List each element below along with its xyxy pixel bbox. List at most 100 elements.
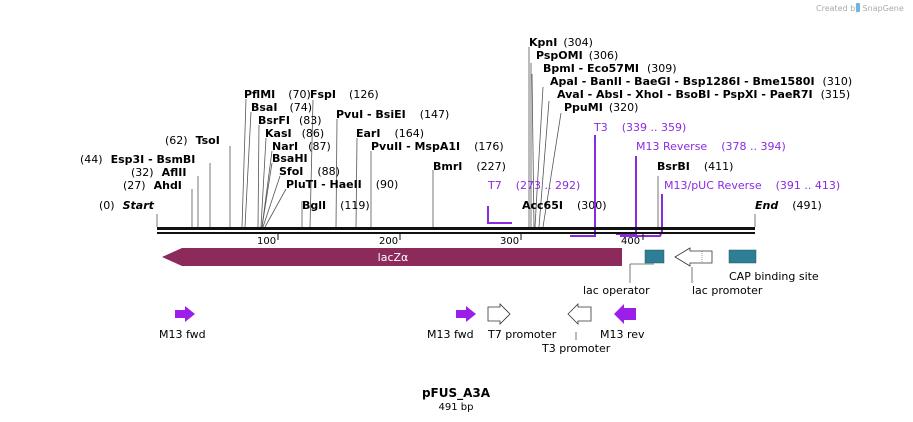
site-aliases: - BsmBI: [144, 153, 195, 166]
site-coord: (86): [302, 127, 325, 140]
site-aliases: - AbsI - XhoI - BsoBI - PspXI - PaeR7I: [584, 88, 813, 101]
svg-text:(27)AhdI: (27) AhdI: [123, 179, 182, 192]
site-aliases: - BanII - BaeGI - Bsp1286I - Bme1580I: [578, 75, 815, 88]
m13-fwd-label-1: M13 fwd: [159, 328, 206, 341]
lac-operator-box[interactable]: [644, 249, 665, 264]
end-text: End: [755, 199, 778, 212]
t7-promoter-arrow[interactable]: [487, 303, 511, 325]
primer-t3-bar: [570, 135, 596, 237]
site-aliases: - Eco57MI: [575, 62, 639, 75]
site-aliases: - HaeII: [317, 178, 362, 191]
lacz-alpha-label: lacZα: [378, 251, 409, 264]
restriction-site-labels: KpnI(304) PspOMI(306) BpmI - Eco57MI(309…: [80, 36, 852, 212]
svg-text:BsaI(74): BsaI(74): [251, 101, 312, 114]
site-name: NarI: [272, 140, 298, 153]
svg-text:KpnI(304): KpnI(304): [529, 36, 593, 49]
site-name: TsoI: [196, 134, 220, 147]
lac-promoter-label: lac promoter: [692, 284, 763, 297]
svg-text:BpmI - Eco57MI(309): BpmI - Eco57MI (309): [543, 62, 677, 75]
site-coord: (87): [308, 140, 331, 153]
svg-text:BsrFI(83): BsrFI (83): [258, 114, 322, 127]
t3-promoter-label: T3 promoter: [541, 342, 611, 355]
site-coord: (32): [131, 166, 154, 179]
site-coord: (83): [299, 114, 322, 127]
svg-text:PflMI(70): PflMI (70): [244, 88, 311, 101]
site-coord: (70): [288, 88, 311, 101]
site-coord: (411): [704, 160, 734, 173]
site-name: BmrI: [433, 160, 462, 173]
site-coord: (300): [577, 199, 607, 212]
svg-text:EarI(164): EarI (164): [356, 127, 424, 140]
site-coord: (126): [349, 88, 379, 101]
svg-text:BmrI(227): BmrI (227): [433, 160, 506, 173]
site-name: AflII: [162, 166, 187, 179]
site-name: Esp3I: [111, 153, 145, 166]
site-coord: (304): [563, 36, 593, 49]
plasmid-length: 491 bp: [439, 402, 474, 413]
primer-t7-bar: [487, 206, 512, 224]
site-coord: (44): [80, 153, 103, 166]
m13-fwd-arrow-1[interactable]: [175, 306, 195, 322]
site-name: PflMI: [244, 88, 275, 101]
site-coord: (164): [394, 127, 424, 140]
primer-t7-label: T7(273 .. 292): [487, 179, 580, 192]
site-name: SfoI: [279, 165, 303, 178]
site-name: KasI: [265, 127, 292, 140]
ruler-tick-label: 200: [379, 236, 398, 247]
t3-promoter-arrow[interactable]: [567, 303, 592, 325]
sequence-backbone: [157, 227, 755, 234]
primer-t3-label: T3(339 .. 359): [593, 121, 686, 134]
site-name: BglI: [302, 199, 326, 212]
site-name: PluTI: [286, 178, 317, 191]
svg-text:KasI(86): KasI (86): [265, 127, 324, 140]
m13-fwd-arrow-2[interactable]: [456, 306, 476, 322]
ruler-tick-label: 300: [500, 236, 519, 247]
svg-text:PluTI - HaeII(90): PluTI - HaeII (90): [286, 178, 398, 191]
svg-text:PvuI - BsiEI(147): PvuI - BsiEI(147): [336, 108, 449, 121]
snapgene-logo-icon: [856, 3, 860, 12]
site-coord: (320): [609, 101, 639, 114]
site-name: AvaI: [557, 88, 584, 101]
m13-rev-label: M13 rev: [600, 328, 645, 341]
site-coord: (309): [647, 62, 677, 75]
lacz-alpha-feature[interactable]: lacZα: [162, 248, 622, 266]
site-name: BsaI: [251, 101, 277, 114]
site-name: PvuII: [371, 140, 402, 153]
site-aliases: - MspA1I: [402, 140, 460, 153]
ruler-tick-label: 100: [257, 236, 276, 247]
site-name: BsrBI: [657, 160, 690, 173]
site-name: EarI: [356, 127, 380, 140]
svg-text:PvuII - MspA1I(176): PvuII - MspA1I(176): [371, 140, 504, 153]
svg-text:AvaI - AbsI - XhoI - BsoBI - P: AvaI - AbsI - XhoI - BsoBI - PspXI - Pae…: [557, 88, 850, 101]
site-coord: (147): [420, 108, 450, 121]
site-name: BpmI: [543, 62, 575, 75]
site-name: Acc65I: [522, 199, 563, 212]
site-name: PspOMI: [536, 49, 583, 62]
site-coord: (90): [376, 178, 399, 191]
m13-fwd-label-2: M13 fwd: [427, 328, 474, 341]
ruler-tick-label: 400: [621, 236, 640, 247]
site-coord: (62): [165, 134, 188, 147]
site-aliases: - BsiEI: [363, 108, 406, 121]
svg-text:Acc65I(300): Acc65I (300): [522, 199, 607, 212]
primer-m13-reverse-bar: [616, 156, 637, 235]
lac-promoter-arrow[interactable]: [674, 247, 713, 267]
site-name: AhdI: [154, 179, 182, 192]
site-leader-lines: [191, 47, 659, 228]
t7-promoter-label: T7 promoter: [487, 328, 557, 341]
site-name: BsrFI: [258, 114, 290, 127]
site-coord: (227): [476, 160, 506, 173]
svg-text:BglI(119): BglI(119): [302, 199, 370, 212]
svg-text:NarI(87): NarI (87): [272, 140, 331, 153]
site-name: BsaHI: [272, 152, 308, 165]
cap-binding-site-box[interactable]: [728, 249, 757, 264]
primer-m13-reverse-label: M13 Reverse(378 .. 394): [636, 140, 786, 153]
svg-text:SfoI(88): SfoI(88): [279, 165, 340, 178]
svg-text:BsaHI: BsaHI: [272, 152, 308, 165]
lac-operator-label: lac operator: [583, 284, 650, 297]
svg-text:(32)AflII: (32) AflII: [131, 166, 186, 179]
m13-rev-arrow[interactable]: [614, 304, 636, 324]
site-coord: (310): [823, 75, 853, 88]
svg-text:FspI(126): FspI(126): [310, 88, 379, 101]
site-coord: (27): [123, 179, 146, 192]
